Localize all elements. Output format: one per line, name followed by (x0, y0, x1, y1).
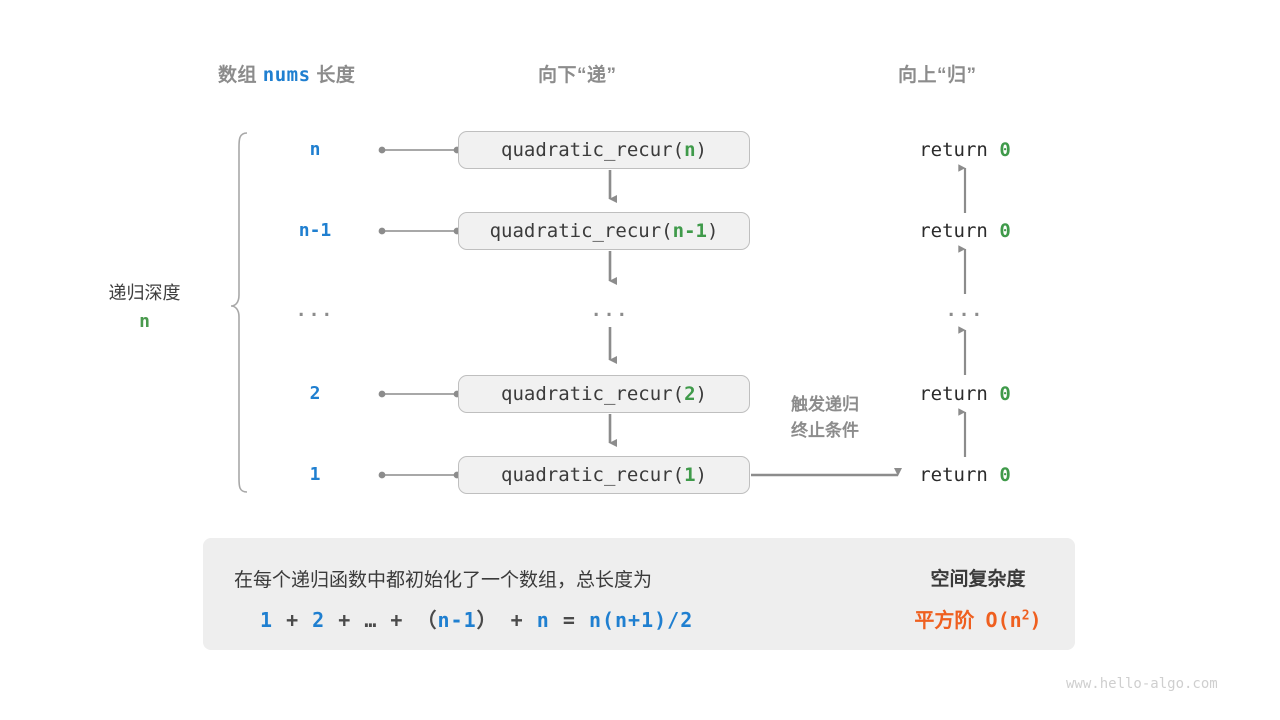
size-label-row-1: n-1 (298, 220, 332, 241)
return-label-row-0: return 0 (885, 139, 1045, 161)
header-array-length: 数组 nums 长度 (218, 60, 355, 87)
call-arg-row-4: 1 (684, 464, 696, 486)
header-ascend: 向上“归” (898, 65, 977, 86)
call-text-suffix-row-3: ) (695, 383, 707, 405)
header-descend: 向下“递” (538, 65, 617, 86)
call-box-row-1: quadratic_recur(n-1) (458, 212, 750, 250)
return-value-row-3: 0 (999, 383, 1011, 405)
formula-token-2: 2 (312, 608, 326, 632)
call-text-prefix-row-3: quadratic_recur( (501, 383, 685, 405)
return-keyword-row-1: return (919, 220, 1000, 242)
call-arg-row-0: n (684, 139, 696, 161)
formula-token-0: 1 (260, 608, 274, 632)
bigo-exponent: 2 (1021, 608, 1030, 624)
header-array-prefix: 数组 (218, 65, 263, 86)
recursion-depth-text: 递归深度 (108, 283, 181, 303)
return-label-row-2: ... (945, 300, 985, 321)
recursion-depth-label: 递归深度 n (72, 280, 217, 336)
summary-result-title: 空间复杂度 (930, 569, 1026, 590)
formula-token-6: （ (416, 608, 438, 632)
size-label-row-3: 2 (309, 383, 321, 404)
summary-panel: 在每个递归函数中都初始化了一个数组，总长度为 1 + 2 + … + （n-1）… (203, 538, 1075, 650)
call-arg-row-1: n-1 (672, 220, 707, 242)
formula-token-1: + (273, 608, 313, 632)
summary-description: 在每个递归函数中都初始化了一个数组，总长度为 (234, 570, 653, 591)
call-arg-row-3: 2 (684, 383, 696, 405)
formula-token-4: … (364, 608, 378, 632)
call-text-suffix-row-4: ) (695, 464, 707, 486)
call-text-prefix-row-4: quadratic_recur( (501, 464, 685, 486)
summary-formula: 1 + 2 + … + （n-1） + n = n(n+1)/2 (260, 604, 693, 633)
formula-token-10: n (536, 608, 550, 632)
return-value-row-4: 0 (999, 464, 1011, 486)
formula-token-8: ） (476, 608, 498, 632)
return-keyword-row-3: return (919, 383, 1000, 405)
return-label-row-1: return 0 (885, 220, 1045, 242)
call-box-row-4: quadratic_recur(1) (458, 456, 750, 494)
return-keyword-row-4: return (919, 464, 1000, 486)
size-label-row-0: n (309, 139, 321, 160)
size-connectors (378, 146, 461, 479)
return-keyword-row-0: return (919, 139, 1000, 161)
summary-result-value: 平方阶 O(n2) (883, 604, 1073, 633)
formula-token-12: n(n+1)/2 (588, 608, 694, 632)
formula-token-3: + (325, 608, 365, 632)
termination-note: 触发递归 终止条件 (760, 392, 890, 445)
size-label-row-2: ... (295, 300, 335, 321)
size-label-row-4: 1 (309, 464, 321, 485)
call-box-row-3: quadratic_recur(2) (458, 375, 750, 413)
return-value-row-0: 0 (999, 139, 1011, 161)
header-array-suffix: 长度 (310, 65, 356, 86)
summary-result-bigo: O(n2) (985, 608, 1042, 632)
call-text-suffix-row-0: ) (695, 139, 707, 161)
call-box-row-0: quadratic_recur(n) (458, 131, 750, 169)
termination-note-line2: 终止条件 (791, 421, 859, 441)
formula-token-11: = (549, 608, 589, 632)
formula-token-9: + (497, 608, 537, 632)
termination-note-line1: 触发递归 (791, 395, 859, 414)
return-label-row-3: return 0 (885, 383, 1045, 405)
return-label-row-4: return 0 (885, 464, 1045, 486)
call-box-row-2: ... (590, 300, 630, 321)
formula-token-7: n-1 (437, 608, 477, 632)
call-text-prefix-row-0: quadratic_recur( (501, 139, 685, 161)
formula-token-5: + (377, 608, 417, 632)
summary-result-cn: 平方阶 (914, 610, 975, 632)
return-value-row-1: 0 (999, 220, 1011, 242)
recursion-depth-value: n (139, 310, 150, 332)
watermark: www.hello-algo.com (1066, 676, 1218, 692)
depth-brace (230, 132, 248, 493)
header-array-nums: nums (262, 64, 311, 86)
call-text-suffix-row-1: ) (706, 220, 719, 242)
call-text-prefix-row-1: quadratic_recur( (489, 220, 673, 242)
